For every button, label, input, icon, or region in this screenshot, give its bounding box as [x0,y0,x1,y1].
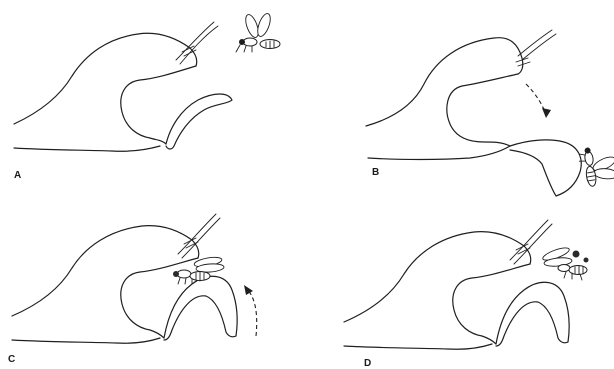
panel-label-b: B [372,167,379,178]
wasp-icon [173,256,224,284]
flower-outline [344,220,569,349]
wasp-icon [236,12,280,52]
dashed-arrow-icon [244,285,257,336]
flower-outline [14,22,232,151]
panel-label-d: D [364,358,371,369]
wasp-icon [577,143,614,188]
panel-a: A [14,12,280,181]
dashed-arrow-icon [526,84,551,118]
panel-b: B [366,30,614,196]
panel-c: C [8,214,257,365]
panel-label-c: C [8,354,15,365]
panel-d: D [344,220,589,369]
wasp-icon [541,245,588,280]
panel-label-a: A [14,170,21,181]
